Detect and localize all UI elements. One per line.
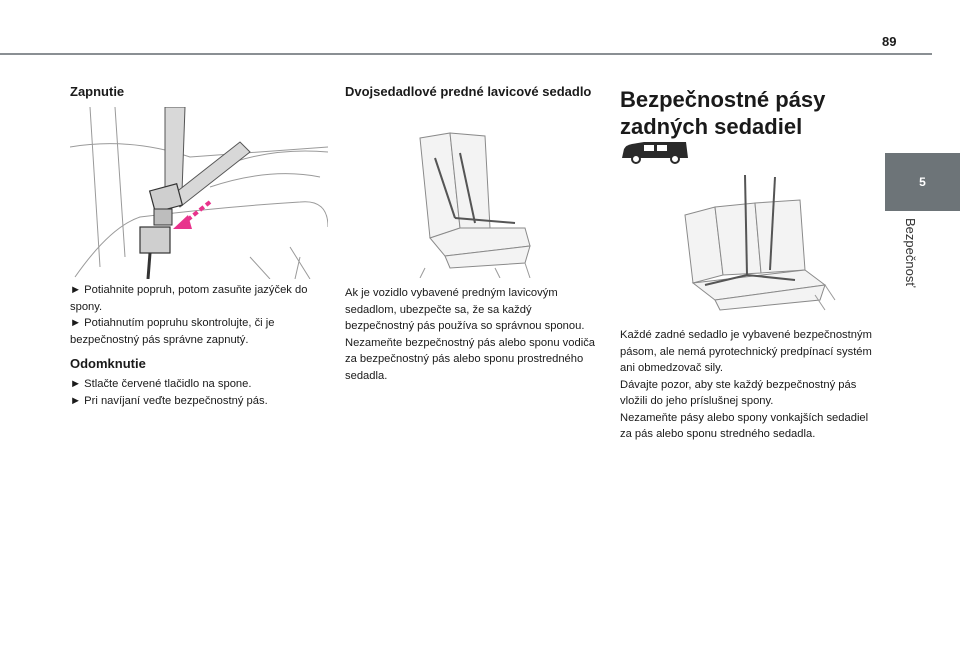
heading-odomknutie: Odomknutie xyxy=(70,356,146,371)
title-zadne-pasy: Bezpečnostné pásy zadných sedadiel xyxy=(620,87,826,139)
chapter-tab[interactable]: 5 xyxy=(885,153,960,211)
heading-zapnutie: Zapnutie xyxy=(70,84,125,99)
text-zapnutie: ► Potiahnite popruh, potom zasuňte jazýč… xyxy=(70,284,308,346)
header-rule xyxy=(0,53,932,55)
front-bench-seat-illustration xyxy=(405,128,545,278)
van-icon xyxy=(620,140,690,164)
chapter-label: Bezpečnosť xyxy=(903,218,918,288)
heading-lavicove-sedadlo: Dvojsedadlové predné lavicové sedadlo xyxy=(345,84,592,99)
text-lavicove-sedadlo: Ak je vozidlo vybavené predným lavicovým… xyxy=(345,287,596,382)
rear-seats-illustration xyxy=(675,175,850,320)
text-odomknutie: ► Stlačte červené tlačidlo na spone. ► P… xyxy=(70,378,268,407)
column-1: Zapnutie xyxy=(70,83,330,101)
seatbelt-buckle-illustration xyxy=(70,107,328,279)
page-number: 89 xyxy=(882,34,897,49)
text-zadne-pasy: Každé zadné sedadlo je vybavené bezpečno… xyxy=(620,329,872,440)
